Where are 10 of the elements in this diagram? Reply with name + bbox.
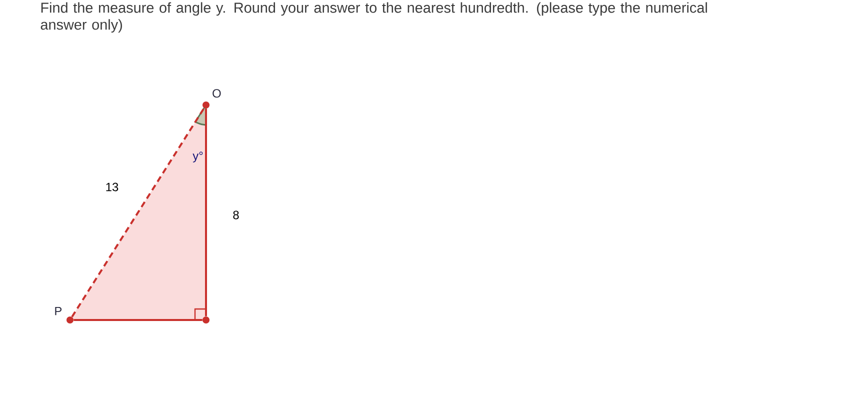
question-text: Find the measure of angle y. Round your answer to the nearest hundredth. (please type the numerical answer only) [40,2,707,33]
vertex-point: O [202,89,221,108]
triangle-side [205,108,207,316]
side-length: 8 [233,210,239,220]
angle-label: y° [192,152,203,162]
node-label: P [55,306,62,316]
side-length: 13 [106,182,118,192]
triangle-side [74,319,202,321]
vertex-point: P [55,306,74,324]
vertex-point [202,316,210,324]
